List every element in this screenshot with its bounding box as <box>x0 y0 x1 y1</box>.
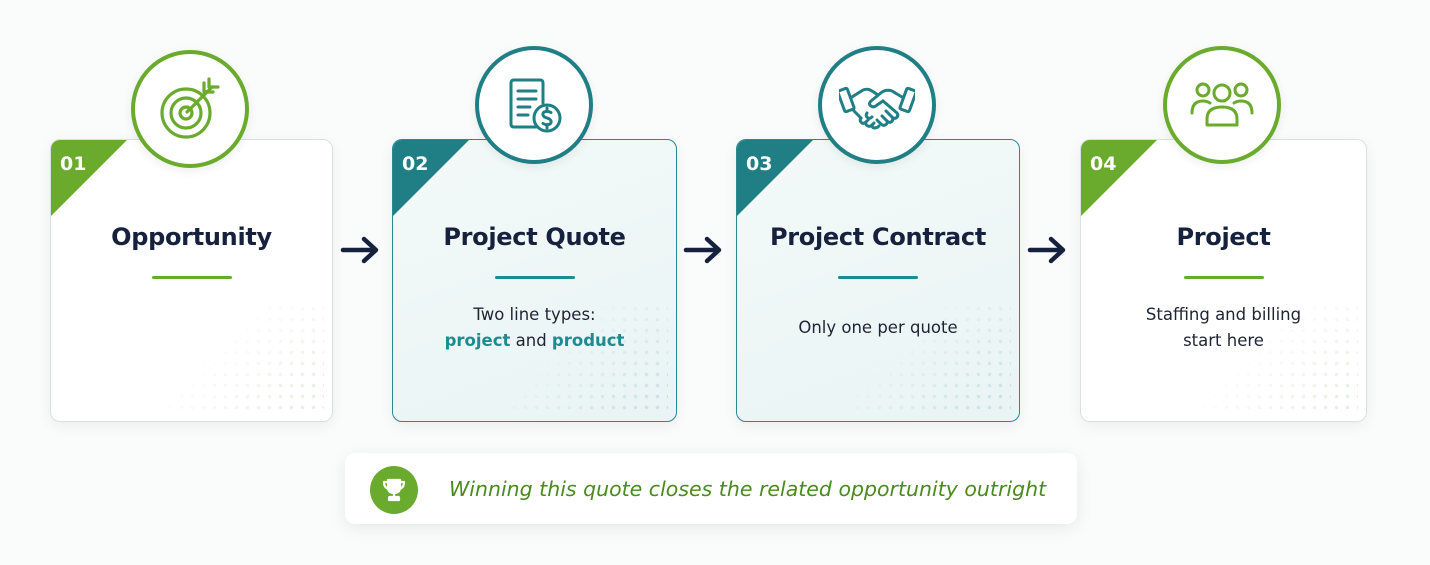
step-card-project: 04 Project Staffing and billing start he… <box>1080 139 1367 422</box>
step-description: Two line types: project and product <box>393 302 676 354</box>
step-card-project-quote: 02 Project Quote Two line types: project… <box>392 139 677 422</box>
step-icon-circle <box>818 46 936 164</box>
trophy-icon <box>382 478 406 502</box>
step-number-badge <box>1081 140 1157 216</box>
title-underline <box>494 276 575 279</box>
step-title: Project Contract <box>769 223 987 251</box>
step-title: Opportunity <box>111 223 272 251</box>
target-icon <box>160 77 220 139</box>
flow-arrow-icon <box>340 236 379 264</box>
title-underline <box>151 276 232 279</box>
flow-arrow-icon <box>683 236 722 264</box>
dot-pattern <box>841 303 1011 413</box>
highlight-project: project <box>444 331 511 350</box>
description-line: Staffing and billing <box>1145 305 1302 324</box>
step-card-project-contract: 03 Project Contract Only one per quote <box>736 139 1020 422</box>
trophy-badge <box>370 466 418 514</box>
description-line: Two line types: <box>473 305 596 324</box>
step-number: 02 <box>402 153 429 175</box>
flow-arrow-icon <box>1027 236 1066 264</box>
step-number: 03 <box>746 153 773 175</box>
handshake-icon <box>839 86 915 130</box>
step-card-opportunity: 01 Opportunity <box>50 139 333 422</box>
step-number-badge <box>51 140 127 216</box>
step-number: 01 <box>60 153 87 175</box>
invoice-dollar-icon <box>509 78 562 133</box>
step-description: Staffing and billing start here <box>1081 302 1366 354</box>
title-underline <box>838 276 918 279</box>
dot-pattern <box>498 303 668 413</box>
title-underline <box>1183 276 1264 279</box>
step-number: 04 <box>1090 153 1117 175</box>
step-icon-circle <box>131 50 249 168</box>
callout-banner: Winning this quote closes the related op… <box>345 453 1077 524</box>
step-title: Project Quote <box>443 223 626 251</box>
callout-text: Winning this quote closes the related op… <box>449 477 1047 501</box>
description-line: Only one per quote <box>798 318 958 337</box>
step-icon-circle <box>1163 46 1281 164</box>
step-number-badge <box>393 140 469 216</box>
dot-pattern <box>154 303 324 413</box>
step-description: Only one per quote <box>737 315 1019 341</box>
step-title: Project <box>1176 223 1271 251</box>
team-icon <box>1190 82 1254 127</box>
description-line: start here <box>1183 331 1264 350</box>
step-number-badge <box>737 140 813 216</box>
dot-pattern <box>1188 303 1358 413</box>
description-connector: and <box>510 331 552 350</box>
highlight-product: product <box>551 331 625 350</box>
step-icon-circle <box>475 46 593 164</box>
description-line: project and product <box>393 328 676 354</box>
